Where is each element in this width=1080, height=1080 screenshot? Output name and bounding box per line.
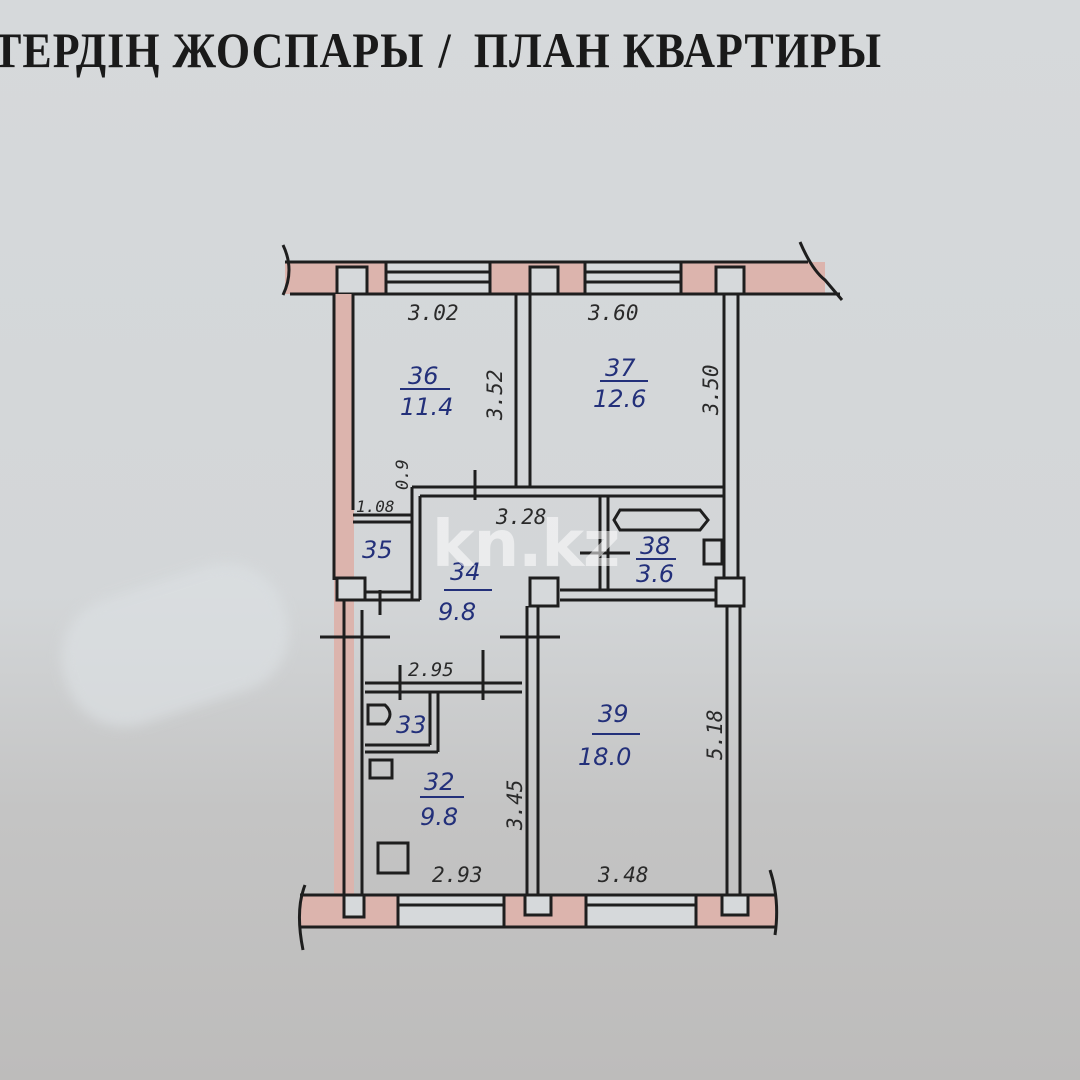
dim-39-depth: 5.18 xyxy=(703,709,727,760)
room-36-number: 36 xyxy=(408,362,439,390)
dim-34-width: 3.28 xyxy=(495,505,547,529)
room-38-number: 38 xyxy=(640,532,671,560)
room-33-number: 33 xyxy=(396,711,427,739)
plan-title: ТЕРДІҢ ЖОСПАРЫ/ ПЛАН КВАРТИРЫ xyxy=(0,22,882,79)
dim-36-depth: 3.52 xyxy=(483,369,507,421)
watermark: kn.kz xyxy=(432,508,620,582)
room-39-area: 18.0 xyxy=(578,743,631,771)
dim-32-depth: 3.45 xyxy=(503,779,527,831)
title-separator: / xyxy=(438,23,452,78)
room-37-area: 12.6 xyxy=(593,385,646,413)
dim-35-depth: 0.9 xyxy=(393,459,413,490)
room-35-number: 35 xyxy=(362,536,393,564)
dim-33-width: 2.95 xyxy=(408,659,454,681)
room-34-number: 34 xyxy=(450,558,481,586)
title-russian: ПЛАН КВАРТИРЫ xyxy=(473,23,883,78)
room-34-area: 9.8 xyxy=(438,598,476,626)
room-32-area: 9.8 xyxy=(420,803,458,831)
room-39-number: 39 xyxy=(598,700,629,728)
dim-35-width: 1.08 xyxy=(356,497,395,516)
room-38-area: 3.6 xyxy=(636,560,674,588)
room-37-number: 37 xyxy=(605,354,636,382)
dim-32-width: 2.93 xyxy=(432,863,483,887)
room-32-number: 32 xyxy=(424,768,455,796)
room-36-area: 11.4 xyxy=(400,393,453,421)
dim-37-depth: 3.50 xyxy=(699,364,723,416)
dim-37-width: 3.60 xyxy=(587,301,639,325)
dim-39-width: 3.48 xyxy=(597,863,649,887)
title-kazakh: ТЕРДІҢ ЖОСПАРЫ xyxy=(0,23,425,78)
dim-36-width: 3.02 xyxy=(407,301,459,325)
